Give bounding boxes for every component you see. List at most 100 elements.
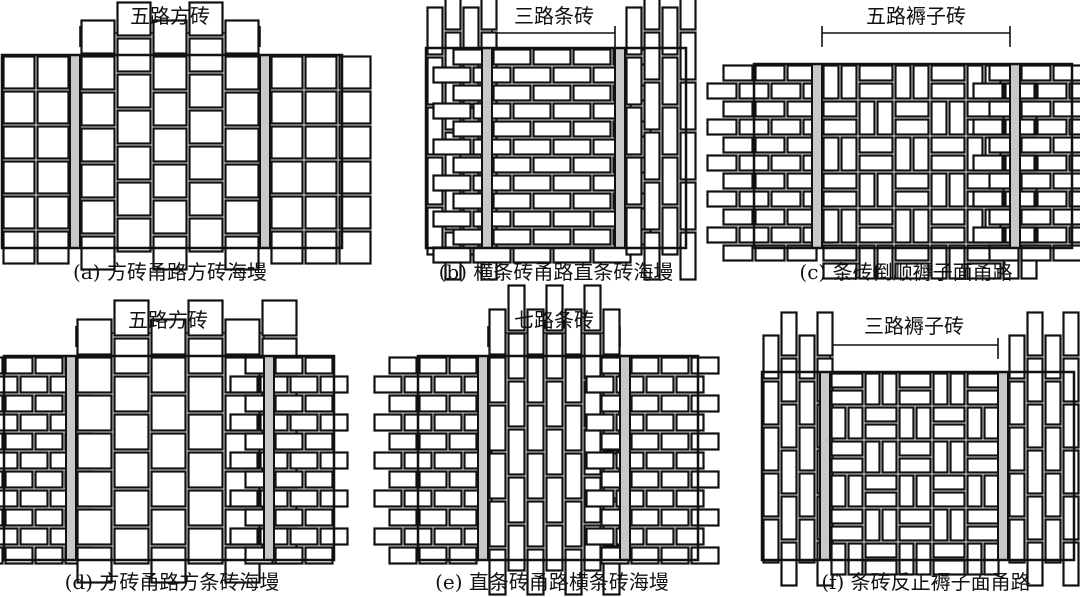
pattern-region [270,55,372,265]
brick [762,426,780,472]
brick [864,508,881,542]
brick [448,394,478,413]
brick [0,413,19,432]
brick [80,19,116,55]
brick [532,48,572,66]
brick [966,474,983,508]
brick [532,228,572,246]
brick [585,451,615,470]
brick [187,299,224,337]
brick [36,90,70,125]
brick [822,190,858,208]
brick [224,199,260,235]
panel-b-caption: (b) 横条砖甬路直条砖海墁 [438,260,674,284]
brick [188,109,224,145]
brick [418,470,448,489]
brick [289,489,319,508]
panel-c-drawing [706,26,1080,280]
panel-c: 五路褥子砖 (c) 条砖倒顺褥子面甬路 [706,0,1080,300]
brick [912,64,930,100]
brick [34,470,64,489]
brick [552,102,592,120]
brick [187,489,224,527]
brick [645,527,675,546]
brick [433,375,463,394]
brick [754,136,786,154]
brick [270,195,304,230]
brick [224,235,260,271]
brick [864,423,898,440]
brick [930,136,966,154]
brick [304,125,338,160]
brick [526,308,545,356]
brick [983,474,1000,508]
curb-stone [811,63,823,249]
brick [507,428,526,476]
brick [388,470,418,489]
brick [19,375,49,394]
brick [830,440,864,457]
brick [876,100,894,136]
brick [507,524,526,572]
brick [552,174,592,192]
brick [116,1,152,37]
brick [229,375,259,394]
brick [898,372,932,389]
brick [80,91,116,127]
brick [1020,136,1052,154]
brick [36,55,70,90]
curb-stone [259,54,271,249]
brick [76,508,113,546]
outline [760,370,1076,562]
brick [930,226,966,244]
brick [150,432,187,470]
brick [229,527,259,546]
brick [152,55,188,91]
brick [722,64,754,82]
outline [752,62,1074,250]
brick [830,389,864,406]
brick [1008,472,1026,518]
brick [80,55,116,91]
brick [876,172,894,208]
brick [932,406,966,423]
brick [187,375,224,413]
brick [113,527,150,565]
brick [507,284,526,332]
brick [526,452,545,500]
brick [949,372,966,406]
brick [261,299,298,337]
brick [338,160,372,195]
brick [847,406,864,440]
brick [116,73,152,109]
brick [492,228,532,246]
brick [150,470,187,508]
brick [706,82,738,100]
panel-f: 三路褥子砖 (f) 条砖反正褥子面甬路 [720,300,1080,597]
brick [930,82,966,100]
brick [188,181,224,217]
brick [822,208,840,244]
brick [930,208,966,226]
brick [858,208,894,226]
brick [679,0,697,31]
brick [1008,426,1026,472]
brick [966,372,1000,389]
brick [388,546,418,565]
brick [2,90,36,125]
brick [433,413,463,432]
brick [948,100,966,136]
brick [545,476,564,524]
brick [1052,208,1080,226]
brick [770,226,802,244]
brick [116,181,152,217]
brick [780,495,798,541]
brick [4,432,34,451]
brick [822,262,858,280]
brick [338,125,372,160]
brick [864,406,898,423]
brick [224,318,261,356]
brick [433,451,463,470]
brick [1036,226,1068,244]
brick [660,356,690,375]
